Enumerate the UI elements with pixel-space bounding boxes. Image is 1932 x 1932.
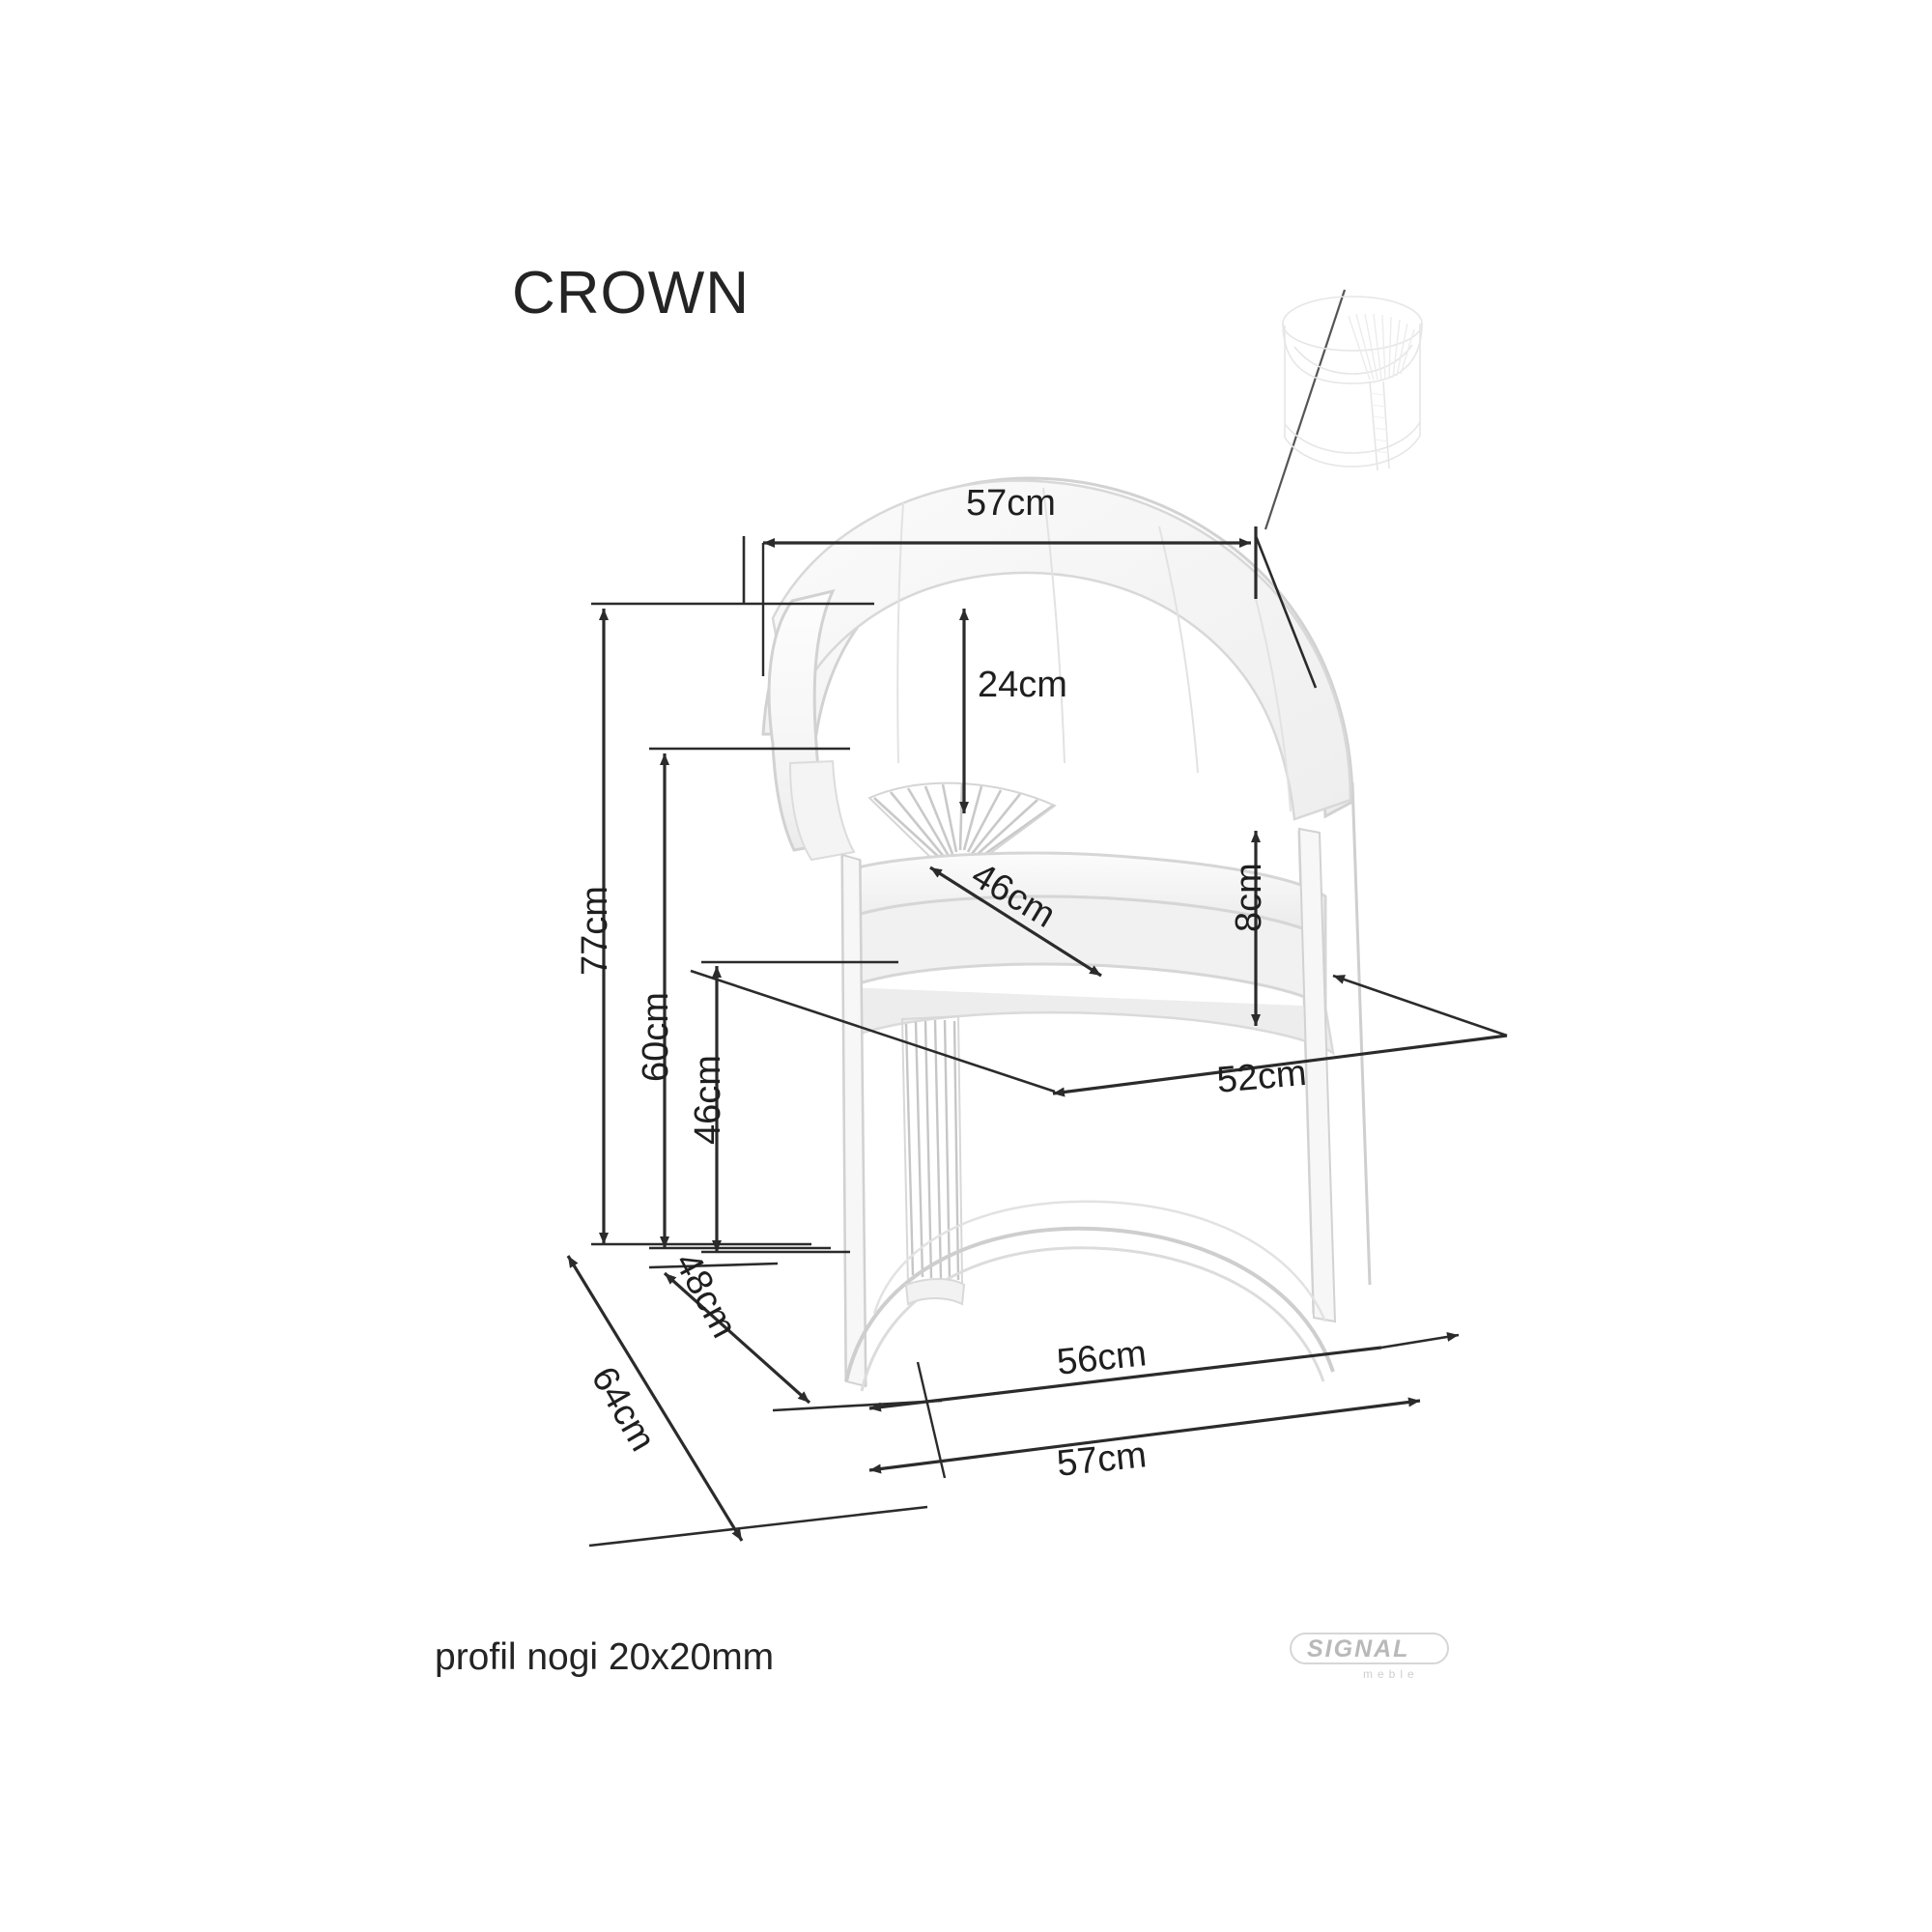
logo-brand-name: SIGNAL: [1307, 1635, 1410, 1662]
leader-lines: [1264, 289, 1347, 530]
logo-tagline: meble: [1363, 1667, 1419, 1681]
chair-thumbnail-icon: [1282, 296, 1423, 471]
logo-pill-outline: [1290, 1633, 1449, 1664]
dim-label-seat-height: 46cm: [688, 1055, 728, 1145]
dim-label-backrest-height: 24cm: [978, 665, 1067, 705]
dim-label-seat-width: 52cm: [1215, 1052, 1309, 1101]
dim-label-seat-thickness: 8cm: [1229, 863, 1269, 932]
brand-logo: SIGNAL meble: [1290, 1633, 1459, 1696]
dim-label-total-height: 77cm: [575, 886, 615, 976]
dim-label-overall-width-top: 57cm: [966, 483, 1056, 524]
page-title: CROWN: [512, 260, 751, 327]
chair-illustration: [761, 476, 1372, 1392]
dim-label-armrest-height: 60cm: [636, 992, 676, 1082]
leg-profile-note: profil nogi 20x20mm: [435, 1636, 775, 1678]
dimension-lines: [566, 526, 1508, 1548]
